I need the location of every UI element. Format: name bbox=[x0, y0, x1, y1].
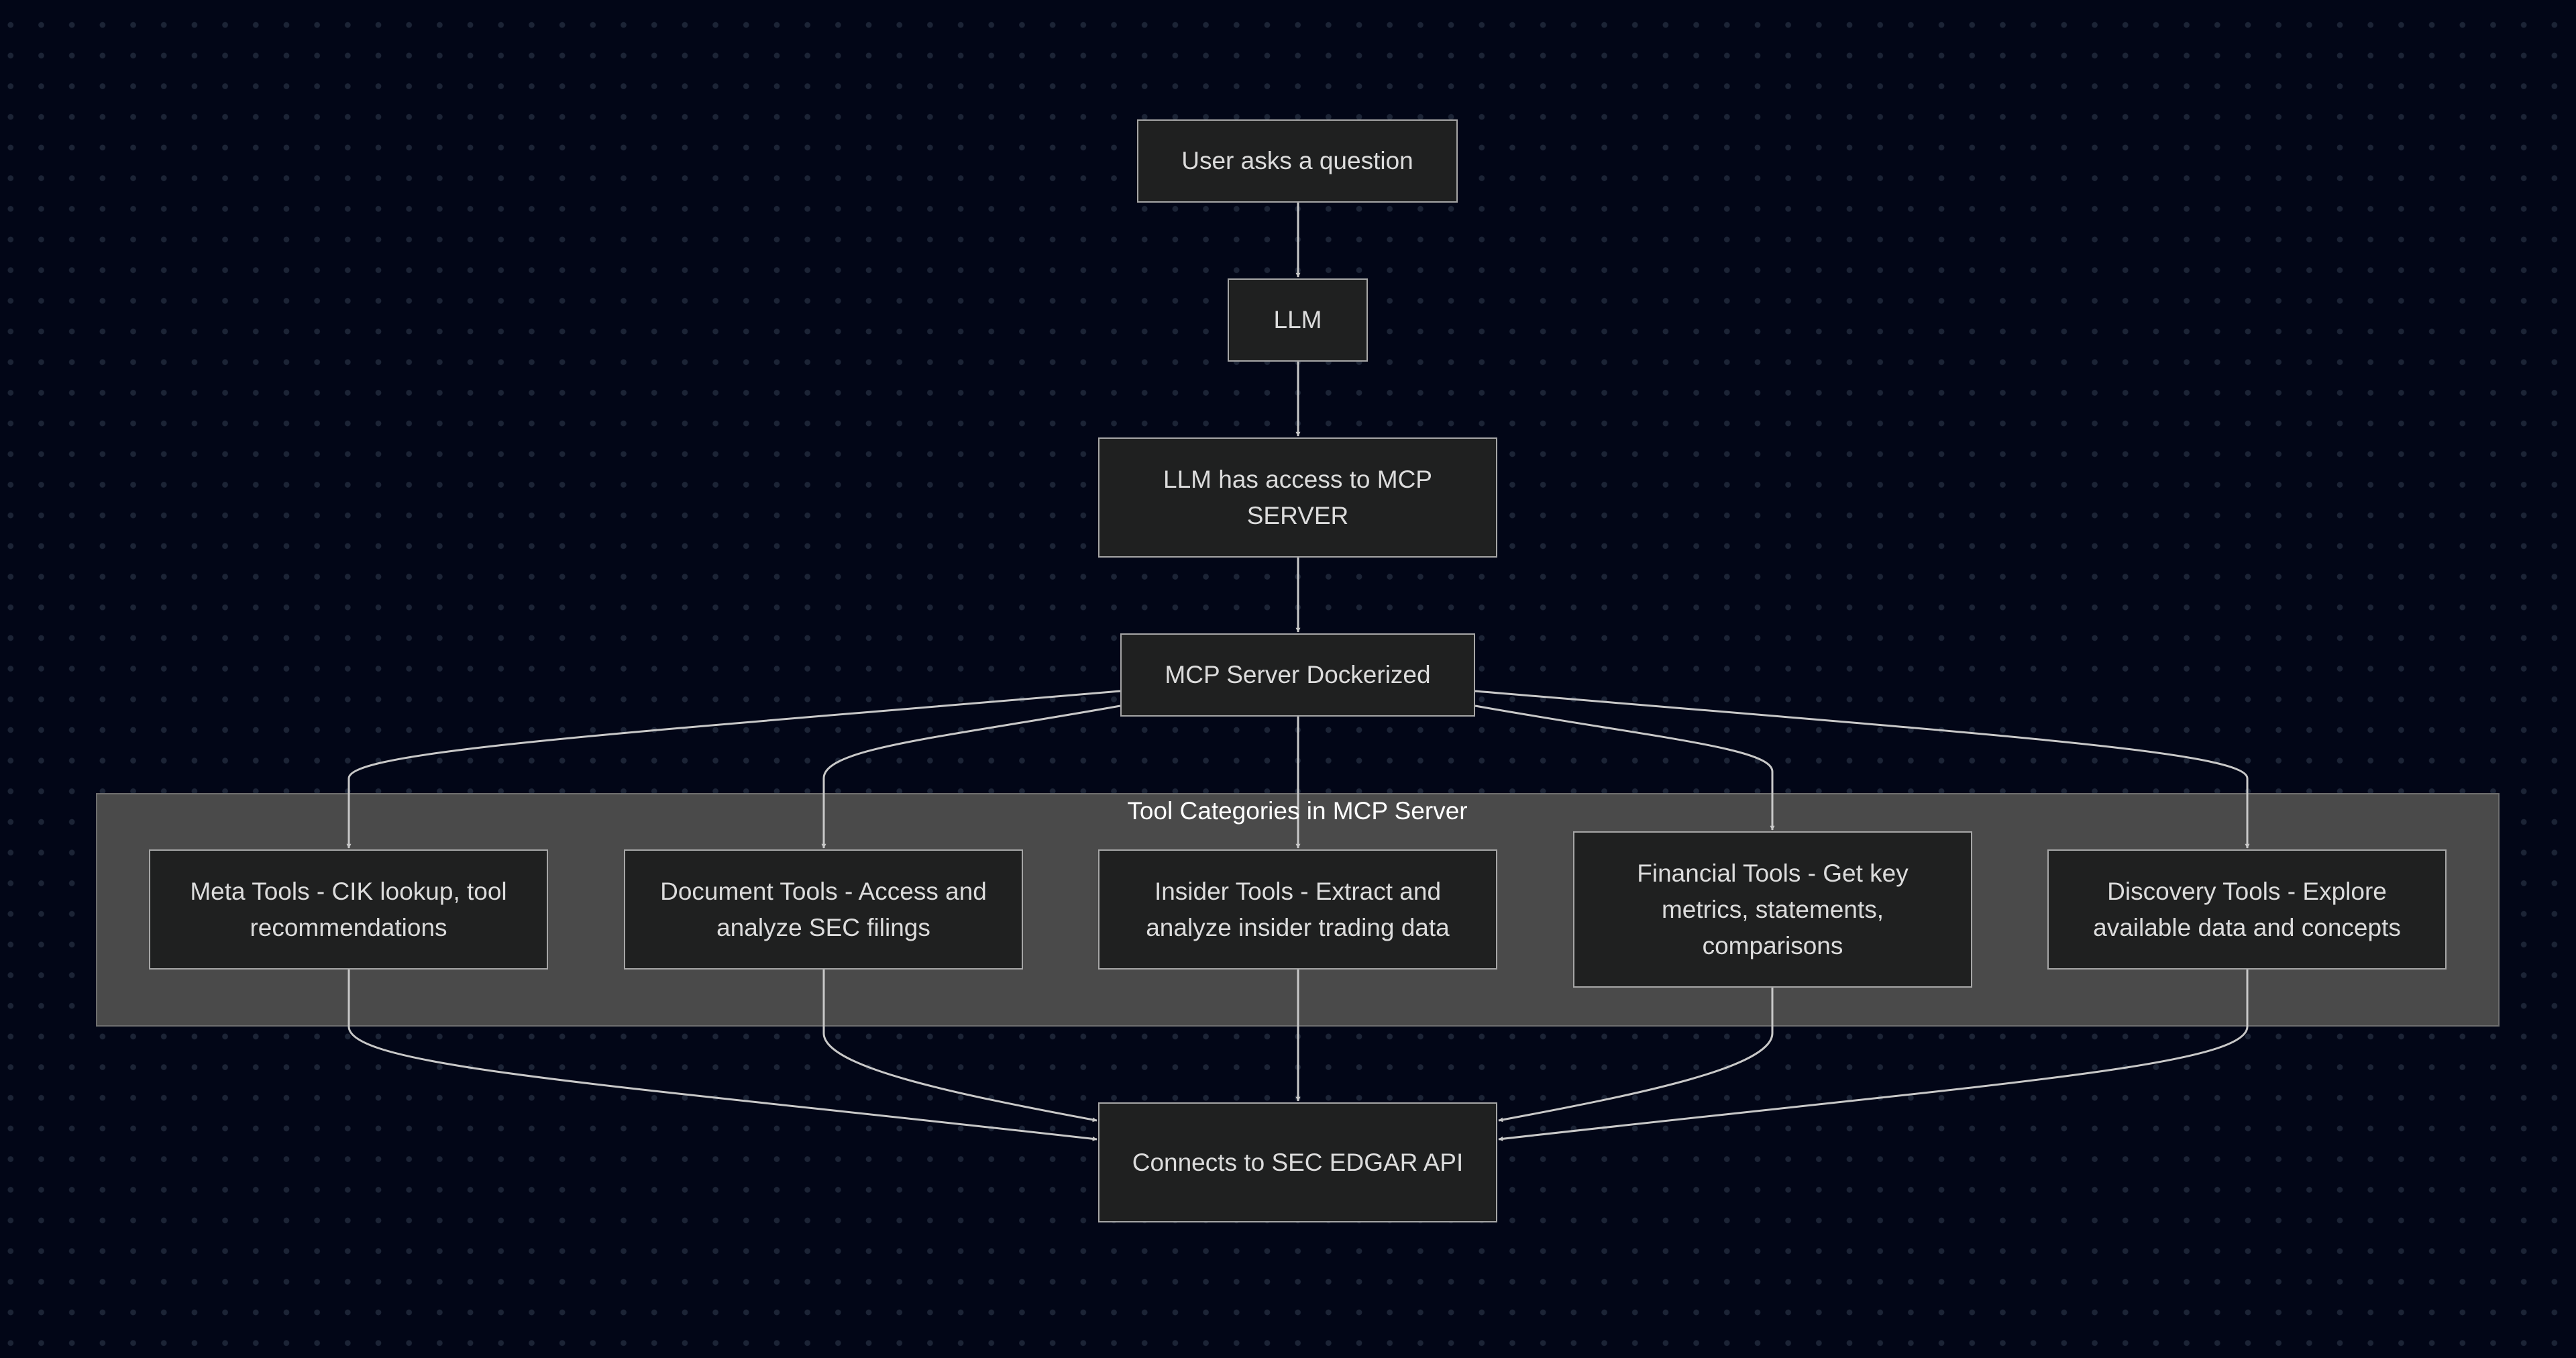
edge-meta-to-edgar bbox=[347, 970, 1097, 1141]
user-question-node[interactable]: User asks a question bbox=[1137, 119, 1458, 203]
financial-tools-label: Financial Tools - Get key metrics, state… bbox=[1637, 859, 1909, 959]
sec-edgar-label: Connects to SEC EDGAR API bbox=[1132, 1148, 1464, 1176]
mcp-server-node[interactable]: MCP Server Dockerized bbox=[1120, 633, 1475, 717]
mcp-server-label: MCP Server Dockerized bbox=[1165, 661, 1431, 688]
edge-server-to-document bbox=[821, 704, 1121, 849]
meta-tools-label: Meta Tools - CIK lookup, tool recommenda… bbox=[190, 877, 507, 941]
user-question-label: User asks a question bbox=[1181, 147, 1413, 174]
edge-server-to-meta bbox=[346, 690, 1121, 849]
document-tools-node[interactable]: Document Tools - Access and analyze SEC … bbox=[624, 849, 1023, 970]
financial-tools-node[interactable]: Financial Tools - Get key metrics, state… bbox=[1573, 831, 1972, 988]
llm-access-node[interactable]: LLM has access to MCP SERVER bbox=[1098, 437, 1497, 558]
insider-tools-label: Insider Tools - Extract and analyze insi… bbox=[1146, 877, 1450, 941]
meta-tools-node[interactable]: Meta Tools - CIK lookup, tool recommenda… bbox=[149, 849, 548, 970]
llm-node[interactable]: LLM bbox=[1228, 278, 1368, 362]
llm-access-label: LLM has access to MCP SERVER bbox=[1163, 465, 1432, 529]
discovery-tools-node[interactable]: Discovery Tools - Explore available data… bbox=[2047, 849, 2447, 970]
edge-discovery-to-edgar bbox=[1498, 970, 2249, 1141]
discovery-tools-label: Discovery Tools - Explore available data… bbox=[2093, 877, 2401, 941]
document-tools-label: Document Tools - Access and analyze SEC … bbox=[660, 877, 987, 941]
edge-financial-to-edgar bbox=[1498, 988, 1774, 1122]
edge-server-to-financial bbox=[1474, 704, 1775, 831]
edge-document-to-edgar bbox=[822, 970, 1097, 1122]
group-title: Tool Categories in MCP Server bbox=[1127, 797, 1468, 825]
llm-label: LLM bbox=[1273, 306, 1322, 333]
edge-server-to-discovery bbox=[1474, 690, 2250, 849]
sec-edgar-node[interactable]: Connects to SEC EDGAR API bbox=[1098, 1102, 1497, 1222]
insider-tools-node[interactable]: Insider Tools - Extract and analyze insi… bbox=[1098, 849, 1497, 970]
